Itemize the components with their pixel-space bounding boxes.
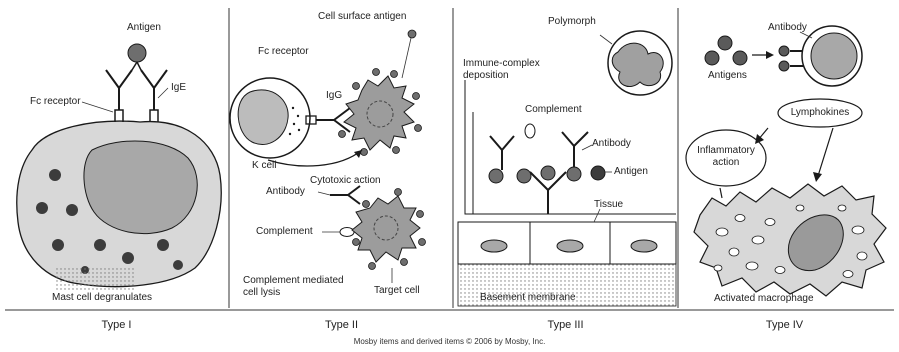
label-antigen-type3: Antigen <box>614 166 648 178</box>
label-mast-cell-degranulates: Mast cell degranulates <box>52 292 152 304</box>
label-fc-receptor-type2: Fc receptor <box>258 46 309 58</box>
type2-illustration <box>230 30 426 283</box>
complement-type2 <box>340 228 354 237</box>
label-ige: IgE <box>171 82 186 94</box>
label-inflammatory-action: Inflammatory action <box>694 145 758 169</box>
label-complement-type2: Complement <box>256 226 313 238</box>
vessel-wall <box>465 80 676 214</box>
label-activated-macrophage: Activated macrophage <box>714 293 814 305</box>
label-complement-mediated-lysis: Complement mediated cell lysis <box>243 275 353 299</box>
complement-type3 <box>525 124 535 138</box>
type1-illustration <box>17 44 221 290</box>
antibody-type3-right <box>562 132 588 168</box>
label-basement-membrane: Basement membrane <box>480 292 576 304</box>
target-cell-lower <box>352 196 420 262</box>
igg-antibody <box>316 108 350 132</box>
label-cytotoxic-action: Cytotoxic action <box>310 175 381 187</box>
label-k-cell: K cell <box>252 160 276 172</box>
k-cell-nucleus <box>238 90 288 145</box>
mast-cell-nucleus <box>84 141 197 234</box>
tissue-layer <box>458 222 676 264</box>
panel-title-type3: Type III <box>453 319 678 331</box>
label-tissue: Tissue <box>594 199 623 211</box>
degranulation-area <box>55 268 135 290</box>
copyright-credit: Mosby items and derived items © 2006 by … <box>0 337 899 346</box>
label-target-cell: Target cell <box>374 285 420 297</box>
label-complement-type3: Complement <box>525 104 582 116</box>
lymphocyte-nucleus <box>811 33 857 79</box>
label-lymphokines: Lymphokines <box>782 107 858 119</box>
antigens-type4 <box>705 36 747 65</box>
label-antibody-type3: Antibody <box>592 138 631 150</box>
panel-title-type4: Type IV <box>672 319 897 331</box>
label-antigens-type4: Antigens <box>708 70 747 82</box>
antigen-type3-free <box>591 166 605 180</box>
antibody-type3-left <box>490 136 514 170</box>
ige-antibody-right <box>141 70 167 110</box>
label-antigen-type1: Antigen <box>127 22 161 34</box>
label-immune-complex-deposition: Immune-complex deposition <box>463 58 543 82</box>
ige-antibody-left <box>106 70 132 110</box>
antigen-type1 <box>128 44 146 62</box>
label-polymorph: Polymorph <box>548 16 596 28</box>
label-antibody-type2: Antibody <box>266 186 305 198</box>
label-igg: IgG <box>326 90 342 102</box>
panel-title-type1: Type I <box>4 319 229 331</box>
panel-title-type2: Type II <box>229 319 454 331</box>
fc-receptor-right <box>150 110 158 122</box>
label-antibody-type4: Antibody <box>768 22 807 34</box>
antibody-type2 <box>330 186 360 204</box>
label-fc-receptor-type1: Fc receptor <box>30 96 81 108</box>
label-cell-surface-antigen: Cell surface antigen <box>318 11 406 23</box>
fc-receptor-left <box>115 110 123 122</box>
